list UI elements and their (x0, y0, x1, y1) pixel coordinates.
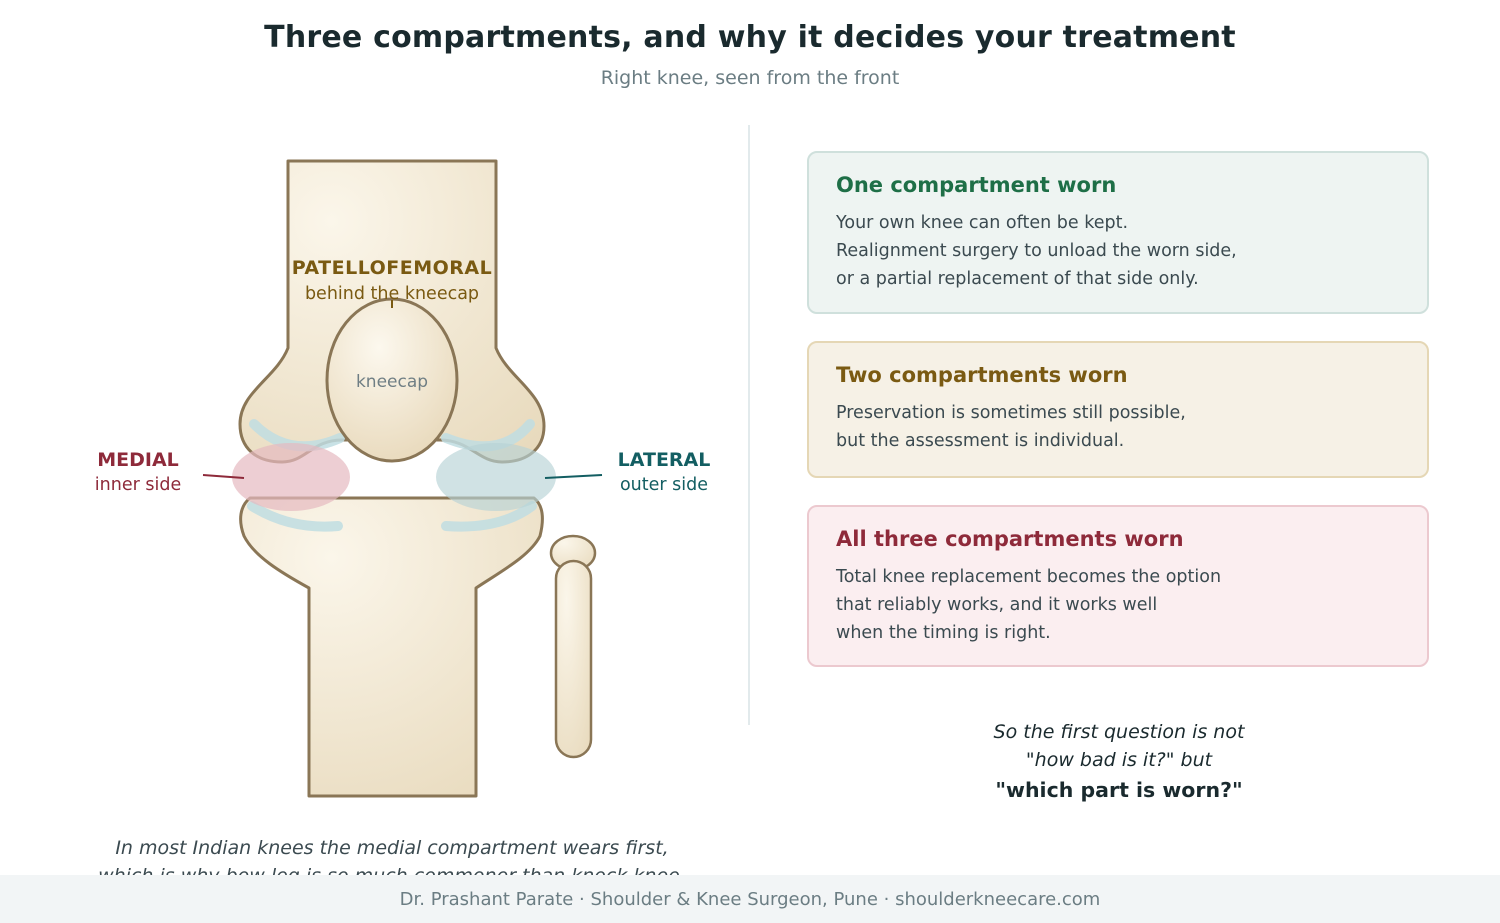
card-text-line: but the assessment is individual. (836, 431, 1125, 451)
card-text-line: Preservation is sometimes still possible… (836, 403, 1186, 423)
card-title: One compartment worn (836, 173, 1117, 197)
footer-text: Dr. Prashant Parate · Shoulder & Knee Su… (399, 888, 1101, 910)
footer: Dr. Prashant Parate · Shoulder & Knee Su… (0, 875, 1500, 923)
page-subtitle: Right knee, seen from the front (600, 67, 900, 89)
lateral-title: LATERAL (618, 449, 711, 471)
card-two-compartments: Two compartments worn Preservation is so… (807, 341, 1429, 478)
card-title: All three compartments worn (836, 527, 1184, 551)
lateral-leader (544, 474, 603, 479)
card-title: Two compartments worn (836, 363, 1128, 387)
card-text-line: Your own knee can often be kept. (836, 213, 1129, 233)
medial-subtitle: inner side (95, 475, 181, 495)
tibial-cartilage-medial (247, 501, 343, 532)
medial-title: MEDIAL (97, 449, 179, 471)
card-text-line: Realignment surgery to unload the worn s… (836, 241, 1237, 261)
column-divider (748, 125, 750, 725)
knee-diagram: kneecap PATELLOFEMORAL behind the kneeca… (95, 159, 711, 798)
note-line-1: In most Indian knees the medial compartm… (115, 837, 669, 859)
patellofemoral-subtitle: behind the kneecap (305, 284, 479, 304)
question-line-1: So the first question is not (993, 721, 1245, 743)
tibia-bone (239, 496, 544, 798)
medial-compartment-zone (232, 443, 350, 511)
question-line-2: "how bad is it?" but (1025, 749, 1213, 771)
card-text-line: Total knee replacement becomes the optio… (836, 567, 1222, 587)
medial-leader (202, 474, 245, 479)
kneecap (325, 297, 459, 463)
patellofemoral-title: PATELLOFEMORAL (292, 257, 493, 279)
card-three-compartments: All three compartments worn Total knee r… (807, 505, 1429, 667)
card-text-line: that reliably works, and it works well (836, 595, 1158, 615)
kneecap-label: kneecap (356, 372, 428, 392)
tibial-cartilage-lateral (441, 501, 537, 532)
card-text-line: when the timing is right. (836, 623, 1051, 643)
lateral-subtitle: outer side (620, 475, 708, 495)
card-one-compartment: One compartment worn Your own knee can o… (807, 151, 1429, 314)
card-text-line: or a partial replacement of that side on… (836, 269, 1199, 289)
question-emphasis: "which part is worn?" (995, 778, 1243, 802)
page-title: Three compartments, and why it decides y… (264, 20, 1236, 55)
fibula-shaft (554, 559, 593, 759)
lateral-compartment-zone (436, 443, 556, 511)
key-question: So the first question is not "how bad is… (808, 718, 1430, 806)
